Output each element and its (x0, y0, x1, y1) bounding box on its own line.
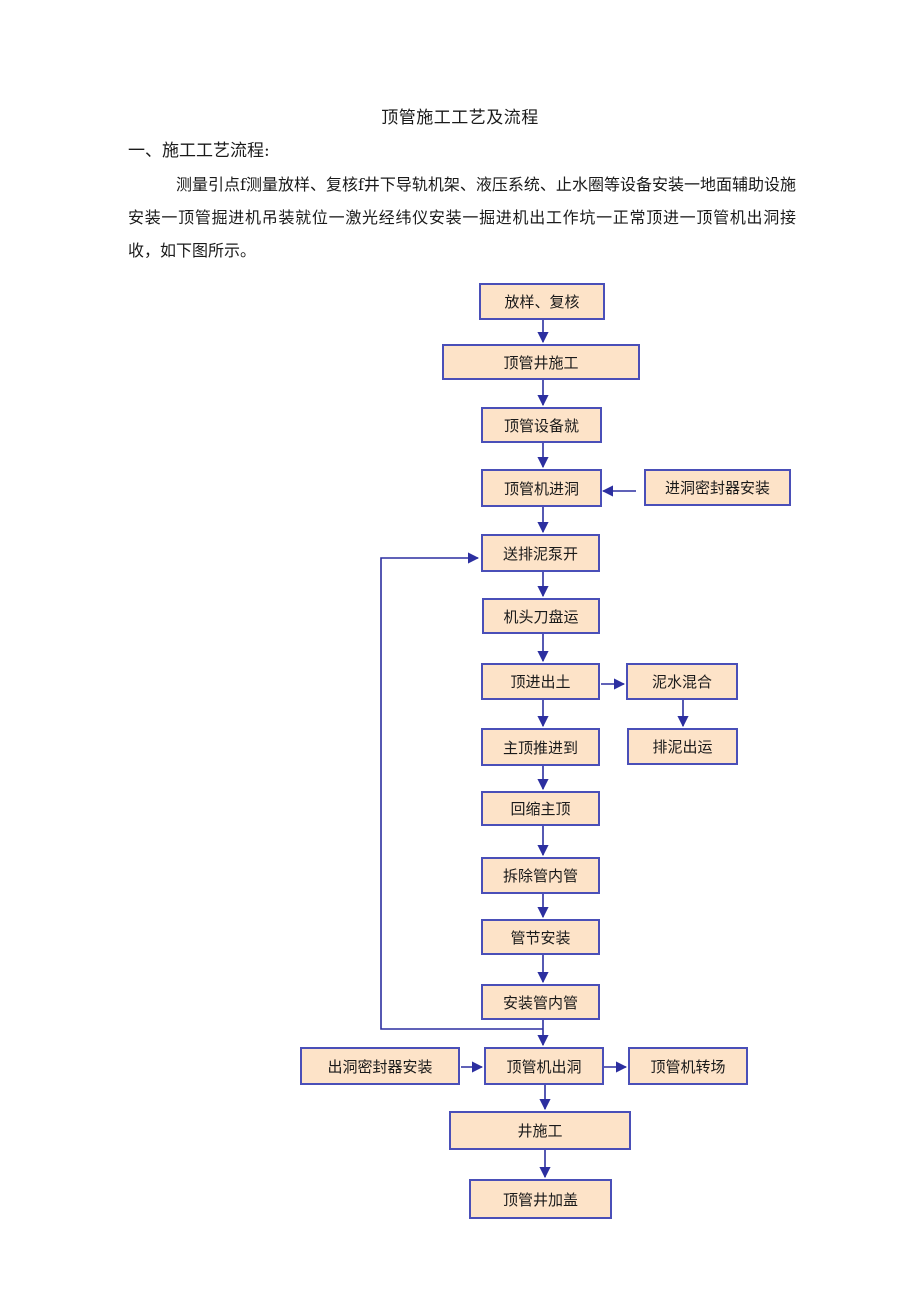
flow-step-1: 放样、复核 (479, 283, 605, 320)
flow-step-3: 顶管设备就 (481, 407, 602, 443)
document-title: 顶管施工工艺及流程 (381, 108, 539, 128)
side-box-tunnel-exit-seal: 出洞密封器安装 (300, 1047, 460, 1085)
flow-step-15: 顶管井加盖 (469, 1179, 612, 1219)
flow-step-2: 顶管井施工 (442, 344, 640, 380)
flow-step-12: 安装管内管 (481, 984, 600, 1020)
side-box-tunnel-entry-seal: 进洞密封器安装 (644, 469, 791, 506)
side-box-mud-discharge: 排泥出运 (627, 728, 738, 765)
flow-step-4: 顶管机进洞 (481, 469, 602, 507)
flow-step-6: 机头刀盘运 (482, 598, 600, 634)
flow-step-10: 拆除管内管 (481, 857, 600, 894)
flow-step-14: 井施工 (449, 1111, 631, 1150)
flow-step-8: 主顶推进到 (481, 728, 600, 766)
section-heading: 一、施工工艺流程: (128, 141, 270, 161)
flow-step-7: 顶进出土 (481, 663, 600, 700)
flow-step-13: 顶管机出洞 (484, 1047, 604, 1085)
side-box-mud-water-mix: 泥水混合 (626, 663, 738, 700)
side-box-machine-transfer: 顶管机转场 (628, 1047, 748, 1085)
loop-back-line (380, 552, 543, 1030)
flow-step-9: 回缩主顶 (481, 791, 600, 826)
body-paragraph: 测量引点f测量放样、复核f井下导轨机架、液压系统、止水圈等设备安装一地面辅助设施… (128, 175, 796, 260)
flow-step-11: 管节安装 (481, 919, 600, 955)
flow-step-5: 送排泥泵开 (481, 534, 600, 572)
